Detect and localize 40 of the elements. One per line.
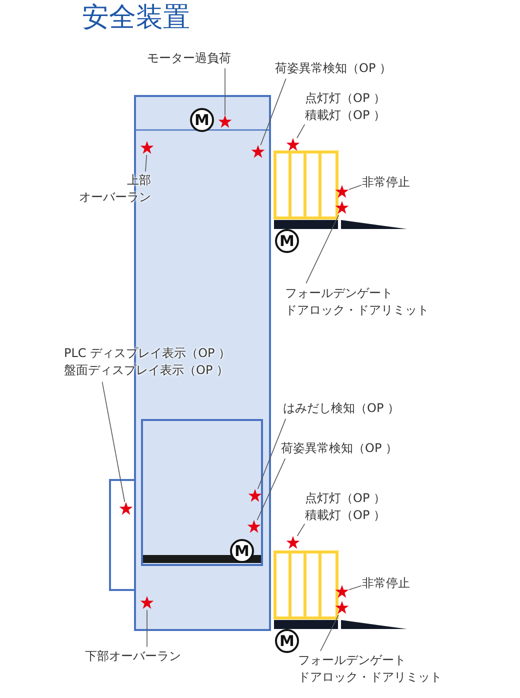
callout-label: 非常停止 xyxy=(362,575,410,592)
leader-line xyxy=(296,523,306,536)
star-marker xyxy=(335,185,349,199)
leader-line xyxy=(296,124,306,138)
star-marker xyxy=(218,115,232,129)
title: 安全装置 xyxy=(82,2,190,34)
callout-label: 点灯灯（OP ）積載灯（OP ） xyxy=(305,490,386,524)
leader-line xyxy=(320,614,339,652)
leader-line xyxy=(260,78,286,146)
star-marker xyxy=(335,585,349,599)
callout-label: 荷姿異常検知（OP ） xyxy=(281,440,398,457)
callout-label: 下部オーバーラン xyxy=(85,648,181,665)
callout-label: フォールデンゲートドアロック・ドアリミット xyxy=(285,285,429,319)
leader-line xyxy=(348,184,362,190)
leader-line xyxy=(306,214,340,284)
callout-label: はみだし検知（OP ） xyxy=(283,400,400,417)
motor-symbol: M xyxy=(275,629,299,653)
leader-line xyxy=(102,381,126,502)
star-marker xyxy=(335,601,349,615)
leader-line xyxy=(256,458,286,520)
star-marker xyxy=(140,141,154,155)
leader-line xyxy=(145,154,147,172)
callout-label: フォールデンゲートドアロック・ドアリミット xyxy=(298,652,442,686)
star-marker xyxy=(251,145,265,159)
star-marker xyxy=(335,201,349,215)
star-marker xyxy=(286,138,300,152)
star-marker xyxy=(119,502,133,516)
leader-line xyxy=(257,418,286,490)
callout-label: 点灯灯（OP ）積載灯（OP ） xyxy=(305,90,386,124)
leader-line xyxy=(348,585,362,590)
star-marker xyxy=(248,489,262,503)
callout-label: モーター過負荷 xyxy=(147,50,231,67)
motor-symbol: M xyxy=(275,229,299,253)
star-marker xyxy=(140,596,154,610)
callout-label: 非常停止 xyxy=(362,174,410,191)
star-marker xyxy=(286,536,300,550)
star-marker xyxy=(247,520,261,534)
callout-label: 荷姿異常検知（OP ） xyxy=(275,60,392,77)
leader-line xyxy=(224,68,226,116)
leader-line xyxy=(146,610,148,648)
